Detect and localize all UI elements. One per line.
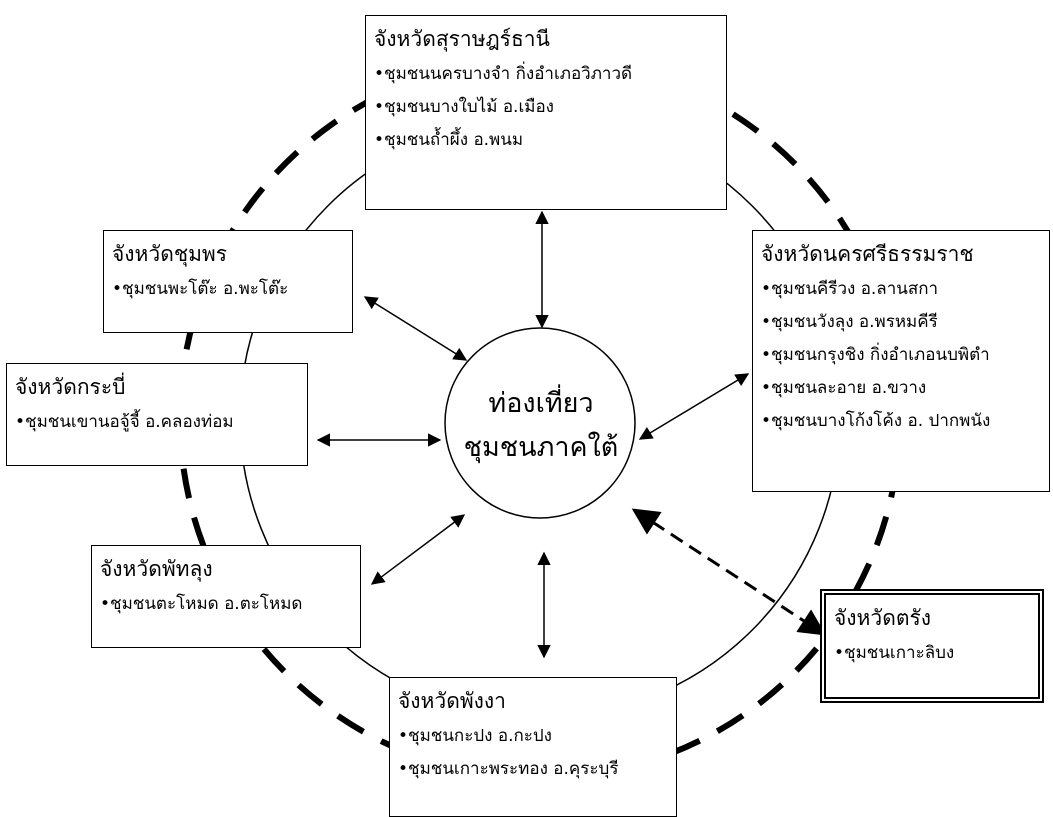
community-item: ชุมชนบางใบไม้ อ.เมือง: [374, 91, 720, 124]
province-title: จังหวัดพัทลุง: [100, 557, 213, 581]
community-item: ชุมชนกรุงชิง กิ่งอำเภอนบพิตำ: [761, 339, 1043, 372]
province-title: จังหวัดชุมพร: [112, 242, 228, 266]
connector-trang: [631, 508, 827, 636]
community-list: ชุมชนเกาะลิบง: [834, 637, 1032, 670]
province-box-surat-thani: จังหวัดสุราษฎร์ธานี ชุมชนนครบางจำ กิ่งอำ…: [365, 15, 727, 210]
community-list: ชุมชนเขานอจู้จี้ อ.คลองท่อม: [15, 406, 301, 439]
community-item: ชุมชนเกาะลิบง: [834, 637, 1032, 670]
province-box-trang: จังหวัดตรัง ชุมชนเกาะลิบง: [820, 589, 1044, 703]
community-item: ชุมชนพะโต๊ะ อ.พะโต๊ะ: [112, 273, 346, 306]
community-item: ชุมชนกะปง อ.กะปง: [398, 720, 670, 753]
community-list: ชุมชนนครบางจำ กิ่งอำเภอวิภาวดี ชุมชนบางใ…: [374, 58, 720, 157]
province-title: จังหวัดพังงา: [398, 689, 506, 713]
community-item: ชุมชนคีรีวง อ.ลานสกา: [761, 273, 1043, 306]
province-title: จังหวัดนครศรีธรรมราช: [761, 242, 974, 266]
province-title: จังหวัดสุราษฎร์ธานี: [374, 27, 550, 51]
center-label-line1: ท่องเที่ยว: [488, 388, 594, 419]
center-label-line2: ชุมชนภาคใต้: [463, 432, 619, 463]
community-item: ชุมชนเกาะพระทอง อ.คุระบุรี: [398, 753, 670, 786]
connector-nakhon-si-thammarat: [638, 373, 750, 440]
province-box-chumphon: จังหวัดชุมพร ชุมชนพะโต๊ะ อ.พะโต๊ะ: [103, 230, 353, 333]
center-label: ท่องเที่ยว ชุมชนภาคใต้: [448, 382, 634, 470]
community-item: ชุมชนเขานอจู้จี้ อ.คลองท่อม: [15, 406, 301, 439]
province-box-krabi: จังหวัดกระบี่ ชุมชนเขานอจู้จี้ อ.คลองท่อ…: [6, 363, 308, 466]
community-item: ชุมชนบางโก้งโค้ง อ. ปากพนัง: [761, 405, 1043, 438]
community-list: ชุมชนกะปง อ.กะปง ชุมชนเกาะพระทอง อ.คุระบ…: [398, 720, 670, 786]
community-list: ชุมชนคีรีวง อ.ลานสกา ชุมชนวังลุง อ.พรหมค…: [761, 273, 1043, 438]
community-item: ชุมชนละอาย อ.ขวาง: [761, 372, 1043, 405]
province-box-phatthalung: จังหวัดพัทลุง ชุมชนตะโหมด อ.ตะโหมด: [91, 545, 361, 648]
province-title: จังหวัดกระบี่: [15, 375, 126, 399]
community-list: ชุมชนตะโหมด อ.ตะโหมด: [100, 588, 354, 621]
province-box-phang-nga: จังหวัดพังงา ชุมชนกะปง อ.กะปง ชุมชนเกาะพ…: [389, 677, 677, 817]
community-item: ชุมชนถ้ำผึ้ง อ.พนม: [374, 124, 720, 157]
community-list: ชุมชนพะโต๊ะ อ.พะโต๊ะ: [112, 273, 346, 306]
community-item: ชุมชนวังลุง อ.พรหมคีรี: [761, 306, 1043, 339]
community-item: ชุมชนตะโหมด อ.ตะโหมด: [100, 588, 354, 621]
connector-phatthalung: [370, 514, 466, 585]
province-title: จังหวัดตรัง: [834, 606, 932, 630]
connector-chumphon: [363, 296, 468, 361]
community-item: ชุมชนนครบางจำ กิ่งอำเภอวิภาวดี: [374, 58, 720, 91]
province-box-nakhon-si-thammarat: จังหวัดนครศรีธรรมราช ชุมชนคีรีวง อ.ลานสก…: [752, 230, 1050, 492]
